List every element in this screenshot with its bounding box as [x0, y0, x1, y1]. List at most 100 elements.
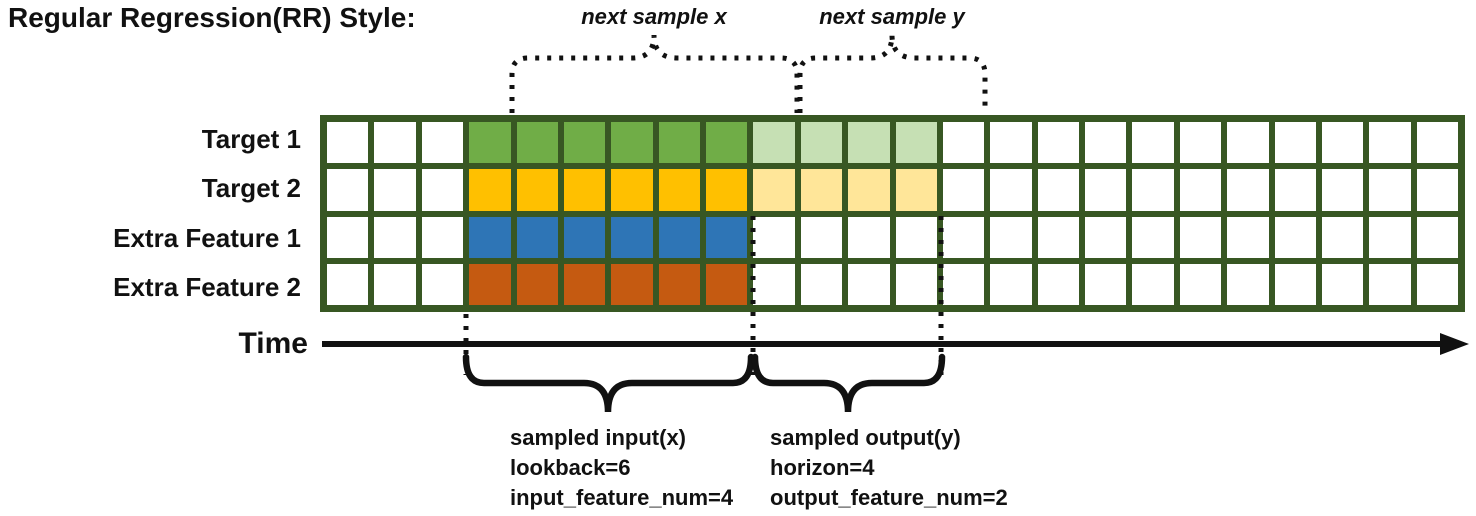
grid-cell	[800, 216, 843, 258]
grid-cell	[1227, 169, 1269, 211]
grid-cell	[1085, 216, 1127, 258]
grid-cell	[1037, 263, 1079, 305]
grid-cell	[563, 169, 606, 211]
grid-cell	[990, 216, 1032, 258]
grid-cell	[1416, 122, 1458, 164]
grid-cell	[1369, 216, 1411, 258]
grid-cell	[800, 263, 843, 305]
grid-cell	[1369, 169, 1411, 211]
grid-cell	[374, 122, 416, 164]
grid-cell	[706, 216, 748, 258]
grid-cell	[1132, 263, 1174, 305]
grid-cell	[658, 263, 700, 305]
grid-cell	[848, 122, 890, 164]
grid-cell	[706, 263, 748, 305]
grid-cell	[706, 169, 748, 211]
output-feature-num-value: output_feature_num=2	[770, 485, 1008, 510]
grid-cell	[658, 216, 700, 258]
grid-cell	[374, 169, 416, 211]
grid-cell	[327, 216, 369, 258]
grid-cell	[1369, 122, 1411, 164]
grid-cell	[942, 169, 985, 211]
grid-cell	[374, 216, 416, 258]
grid-cell	[1227, 216, 1269, 258]
next-sample-x-label: next sample x	[581, 4, 727, 29]
sampled-output-title: sampled output(y)	[770, 425, 961, 450]
input-feature-num-value: input_feature_num=4	[510, 485, 734, 510]
grid-cell	[611, 216, 653, 258]
grid-cell	[1037, 169, 1079, 211]
lookback-value: lookback=6	[510, 455, 631, 480]
grid-cell	[611, 122, 653, 164]
time-axis-label: Time	[238, 327, 308, 360]
grid-cell	[1321, 216, 1364, 258]
grid-cell	[706, 122, 748, 164]
grid-cell	[611, 169, 653, 211]
grid-cell	[1416, 216, 1458, 258]
sampled-output-brace	[751, 353, 946, 413]
grid-cell	[1274, 263, 1316, 305]
grid-cell	[516, 122, 558, 164]
grid-cell	[990, 169, 1032, 211]
horizon-value: horizon=4	[770, 455, 875, 480]
grid-cell	[1227, 122, 1269, 164]
grid-cell	[1037, 216, 1079, 258]
grid-cell	[516, 169, 558, 211]
grid-cell	[800, 169, 843, 211]
grid-cell	[1416, 263, 1458, 305]
grid-cell	[658, 169, 700, 211]
grid-cell	[421, 263, 464, 305]
grid-cell	[1179, 263, 1222, 305]
grid-cell	[421, 122, 464, 164]
grid-cell	[753, 263, 795, 305]
grid-cell	[563, 263, 606, 305]
grid-cell	[1132, 169, 1174, 211]
grid-cell	[1274, 122, 1316, 164]
next-sample-y-label: next sample y	[819, 4, 965, 29]
sampled-input-title: sampled input(x)	[510, 425, 687, 450]
sampled-input-brace	[462, 353, 755, 413]
grid-cell	[516, 216, 558, 258]
grid-cell	[421, 216, 464, 258]
grid-cell	[753, 122, 795, 164]
grid-cell	[1416, 169, 1458, 211]
grid-cell	[469, 122, 511, 164]
grid-cell	[1085, 122, 1127, 164]
grid-cell	[1321, 263, 1364, 305]
row-label: Target 2	[201, 173, 301, 204]
grid-cell	[1085, 263, 1127, 305]
grid-cell	[848, 216, 890, 258]
grid-cell	[1132, 122, 1174, 164]
grid-cell	[753, 216, 795, 258]
sampled-output-annotation: sampled output(y) horizon=4 output_featu…	[770, 423, 1008, 513]
grid-cell	[848, 263, 890, 305]
grid-cell	[895, 122, 937, 164]
grid-cell	[1321, 169, 1364, 211]
grid-cell	[374, 263, 416, 305]
grid-cell	[563, 122, 606, 164]
grid-cell	[990, 122, 1032, 164]
grid-cell	[895, 263, 937, 305]
grid-cell	[895, 169, 937, 211]
grid-cell	[1321, 122, 1364, 164]
grid-cell	[1037, 122, 1079, 164]
grid-cell	[990, 263, 1032, 305]
row-label: Target 1	[201, 124, 301, 155]
grid-cell	[1369, 263, 1411, 305]
grid-cell	[942, 263, 985, 305]
grid-cell	[658, 122, 700, 164]
grid-cell	[1227, 263, 1269, 305]
grid-cell	[942, 216, 985, 258]
grid-cell	[1085, 169, 1127, 211]
grid-cell	[1179, 169, 1222, 211]
grid-cell	[1179, 122, 1222, 164]
grid-cell	[1274, 169, 1316, 211]
row-label: Extra Feature 2	[113, 271, 301, 302]
grid-cell	[516, 263, 558, 305]
next-sample-y-brace	[797, 34, 988, 113]
grid-cell	[1132, 216, 1174, 258]
grid-cell	[469, 216, 511, 258]
grid-cell	[469, 263, 511, 305]
grid-cell	[800, 122, 843, 164]
